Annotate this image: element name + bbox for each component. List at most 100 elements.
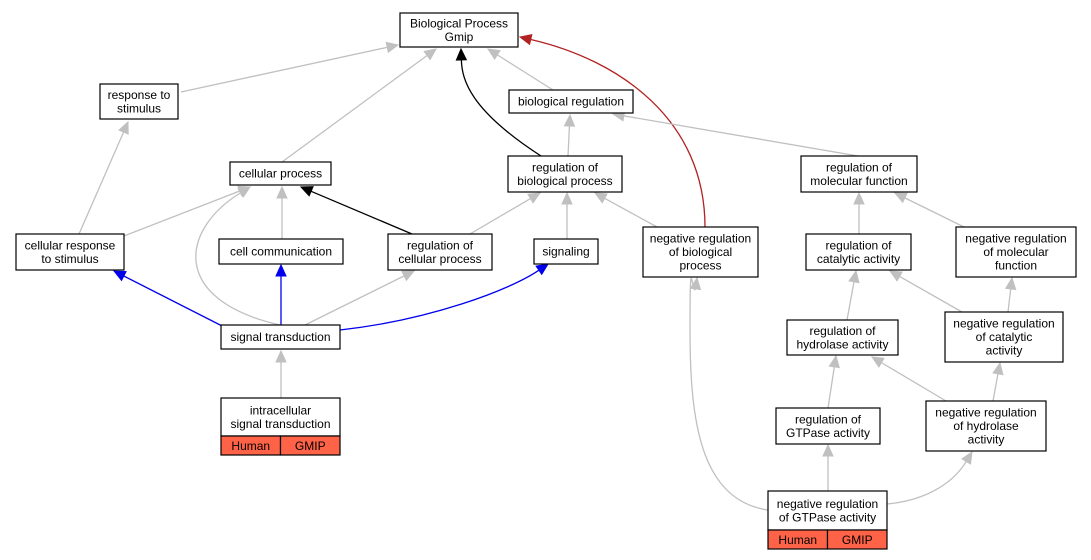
edge-line <box>180 46 388 93</box>
node-box <box>220 324 341 350</box>
edge-line <box>469 197 531 235</box>
node-label-line: stimulus <box>117 101 161 115</box>
node-label-line: negative regulation <box>935 406 1036 420</box>
go-term-node-breg[interactable]: biological regulation <box>508 89 634 114</box>
edge-line <box>460 59 542 157</box>
edge-nrgtp-to-nrha <box>886 450 973 505</box>
go-term-node-cp[interactable]: cellular process <box>229 161 332 186</box>
edge-line <box>886 461 967 505</box>
node-label-line: GTPase activity <box>786 426 870 440</box>
node-label-line: Gmip <box>445 30 474 44</box>
go-term-node-cc[interactable]: cell communication <box>218 238 344 265</box>
badge-label: GMIP <box>295 439 326 453</box>
go-term-node-st[interactable]: signal transduction <box>220 324 341 350</box>
node-box <box>955 226 1077 278</box>
node-box <box>387 233 493 271</box>
badge-box <box>279 435 341 456</box>
arrowhead-icon <box>893 192 908 204</box>
edge-line <box>689 277 769 511</box>
node-label-line: regulation of <box>795 412 862 426</box>
go-term-node-sig[interactable]: signaling <box>533 238 599 265</box>
edge-line <box>1007 288 1012 313</box>
node-label-line: to stimulus <box>41 252 98 266</box>
edge-line <box>881 362 947 402</box>
arrowhead-icon <box>237 186 252 198</box>
arrowhead-icon <box>401 270 416 282</box>
node-label-line: molecular function <box>810 174 907 188</box>
node-box <box>800 155 918 193</box>
node-label-line: cellular process <box>239 167 322 181</box>
node-label-line: negative regulation <box>953 317 1054 331</box>
edge-layer <box>78 33 1017 511</box>
edge-sig-to-rbp <box>561 191 573 239</box>
edge-ist-to-st <box>275 349 287 398</box>
arrowhead-icon <box>888 270 903 282</box>
edge-line <box>195 192 281 326</box>
node-label-line: cellular process <box>398 252 481 266</box>
node-label-line: biological process <box>517 174 612 188</box>
node-box <box>786 319 899 356</box>
arrowhead-icon <box>423 48 437 61</box>
arrowhead-icon <box>961 450 973 465</box>
edge-line <box>623 115 859 157</box>
node-label-line: signal transduction <box>230 330 330 344</box>
node-box <box>507 155 623 193</box>
edge-st-to-sig <box>339 263 549 331</box>
node-label-line: negative regulation <box>650 232 751 246</box>
annotation-badge-human: Human <box>767 529 829 550</box>
node-label-line: signaling <box>542 245 589 259</box>
node-label-line: of molecular <box>983 245 1048 259</box>
annotation-badge-gmip: GMIP <box>279 435 341 456</box>
edge-nrha-to-nrca <box>992 361 1004 402</box>
node-box <box>399 12 519 48</box>
edge-cc-to-cp <box>276 185 288 239</box>
edge-nrbp-to-bp <box>518 33 706 228</box>
edge-st-to-cc <box>275 263 287 325</box>
edge-line <box>530 38 706 228</box>
edge-line <box>304 275 405 326</box>
badge-label: GMIP <box>842 533 873 547</box>
node-label-line: intracellular <box>250 403 311 417</box>
edge-line <box>310 190 413 235</box>
arrowhead-icon <box>1004 276 1017 291</box>
edge-st-to-cp <box>195 186 281 326</box>
badge-box <box>826 529 888 550</box>
arrowhead-icon <box>561 191 573 205</box>
edge-rgtp-to-rha <box>827 354 840 409</box>
arrowhead-icon <box>535 263 549 276</box>
edge-rbp-to-bp <box>455 47 542 157</box>
node-label-line: of catalytic <box>976 330 1033 344</box>
node-box <box>15 233 125 271</box>
node-label-line: Biological Process <box>410 16 508 30</box>
arrowhead-icon <box>112 270 127 282</box>
edge-crs-to-rts <box>78 120 129 235</box>
node-box <box>218 238 344 265</box>
arrowhead-icon <box>563 113 576 127</box>
node-label-line: catalytic activity <box>817 252 900 266</box>
node-label-line: regulation of <box>826 160 893 174</box>
edge-nrmf-to-rmf <box>893 192 965 228</box>
edge-rmf-to-breg <box>611 110 859 157</box>
edge-crs-to-cp <box>123 185 252 237</box>
node-label-line: of biological <box>669 245 732 259</box>
node-label-line: cellular response <box>25 238 116 252</box>
node-box <box>944 311 1064 363</box>
edge-breg-to-bp <box>486 48 554 91</box>
node-label-line: negative regulation <box>777 497 878 511</box>
